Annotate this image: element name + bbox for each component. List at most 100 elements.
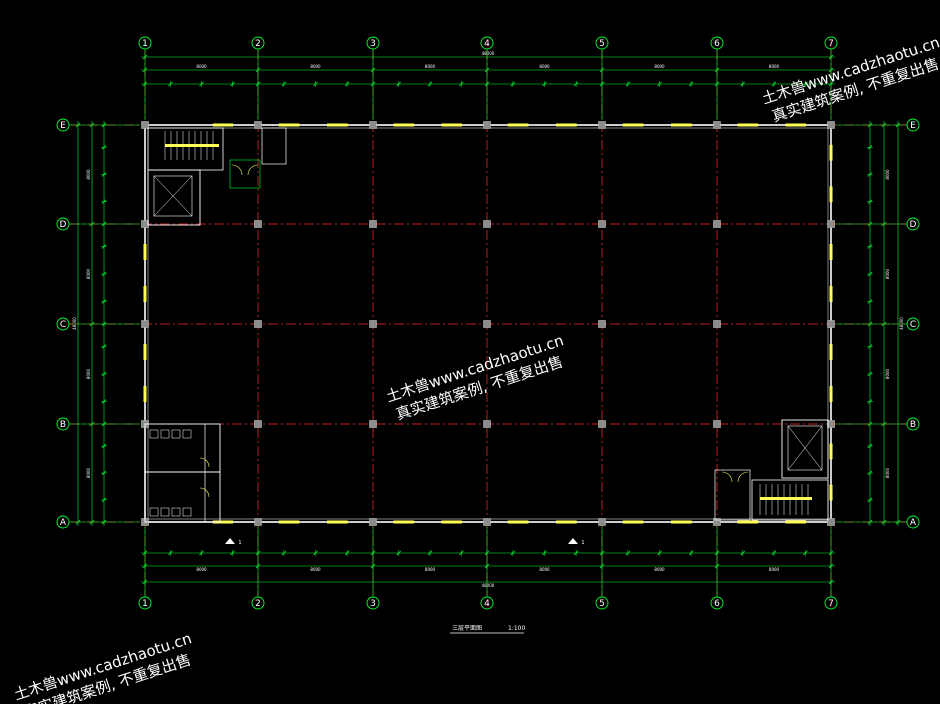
axis-bubble-left-A-circle: [56, 515, 70, 529]
dim-bottom-bays-text: 8000: [769, 567, 780, 572]
column: [827, 420, 835, 428]
window-north: [507, 123, 529, 127]
section-mark-label: 1: [581, 540, 584, 546]
watermark-bottom-left: 土木兽www.cadzhaotu.cn 真实建筑案例, 不重复出售: [12, 629, 194, 704]
window-south: [556, 520, 577, 524]
window-north: [785, 123, 806, 127]
dim-bottom-bays-text: 8000: [425, 567, 436, 572]
column: [254, 420, 262, 428]
column: [598, 220, 606, 228]
axis-bubble-top-1-label: 1: [142, 39, 148, 49]
axis-bubble-right-A-label: A: [910, 518, 917, 528]
window-east: [829, 344, 833, 360]
axis-bubble-bottom-4-circle: [480, 596, 494, 610]
axis-bubble-top-3-circle: [366, 36, 380, 50]
dim-right-bays-text: 8000: [885, 169, 890, 180]
axis-bubble-top-4-circle: [480, 36, 494, 50]
axis-bubble-left-A-label: A: [60, 518, 67, 528]
window-east: [829, 244, 833, 260]
shaft-room-north: [261, 127, 287, 165]
window-south: [622, 520, 644, 524]
toilet-fixture: [182, 507, 192, 517]
window-north: [556, 123, 577, 127]
column: [254, 320, 262, 328]
window-east: [829, 443, 833, 460]
drawing-scale: 1:100: [508, 625, 525, 632]
window-east: [829, 186, 833, 203]
axis-bubble-left-C-circle: [56, 317, 70, 331]
toilet-door-swing: [199, 457, 210, 498]
axis-bubble-left-C-label: C: [60, 320, 66, 330]
axis-bubble-bottom-3-label: 3: [370, 599, 376, 609]
windows: [143, 123, 833, 524]
axis-bubble-right-B-circle: [906, 417, 920, 431]
toilet-fixture: [149, 507, 159, 517]
stair-handrail: [760, 497, 812, 500]
window-south: [785, 520, 806, 524]
dim-left-bays-text: 8000: [86, 268, 91, 279]
axis-bubble-top-2-label: 2: [255, 39, 261, 49]
column: [598, 420, 606, 428]
double-door-swing: [721, 471, 749, 483]
toilet-fixture: [182, 429, 192, 439]
elevator-shaft-southeast: [781, 419, 829, 479]
elevator-shaft-northwest: [147, 169, 201, 226]
axis-bubble-top-5-label: 5: [599, 39, 605, 49]
dim-top-overall-text: 48000: [482, 51, 495, 56]
column: [598, 320, 606, 328]
dim-left-overall-text: 48000: [72, 317, 77, 330]
dim-bottom-bays-text: 8000: [539, 567, 550, 572]
dim-bottom-bays-text: 8000: [654, 567, 665, 572]
axis-bubble-left-E-label: E: [60, 121, 66, 131]
window-east: [829, 286, 833, 302]
dim-top-bays-text: 8000: [769, 64, 780, 69]
window-south: [327, 520, 348, 524]
axis-bubble-top-7-circle: [824, 36, 838, 50]
axis-bubble-top-2-circle: [251, 36, 265, 50]
dimension-lines: 48000 8000 8000 8000 8000 8000 8000 8000 8000 800…: [72, 51, 904, 588]
column: [254, 220, 262, 228]
elevator-cross: [787, 425, 823, 471]
axis-bubble-top-5-circle: [595, 36, 609, 50]
axis-bubble-bottom-7-label: 7: [828, 599, 834, 609]
axis-bubble-top-4-label: 4: [484, 39, 490, 49]
column: [598, 518, 606, 526]
column: [369, 320, 377, 328]
dim-right-bays-text: 8000: [885, 368, 890, 379]
axis-bubble-bottom-5-label: 5: [599, 599, 605, 609]
axis-bubble-bottom-1-label: 1: [142, 599, 148, 609]
window-west: [143, 386, 147, 402]
axis-bubble-bottom-4-label: 4: [484, 599, 490, 609]
window-east: [829, 144, 833, 161]
dim-top-bays-text: 8000: [310, 64, 321, 69]
axis-bubble-left-B-label: B: [60, 420, 66, 430]
window-north: [212, 123, 234, 127]
dim-right-overall-text: 48000: [899, 317, 904, 330]
toilet-fixture: [171, 429, 181, 439]
window-north: [737, 123, 759, 127]
window-south: [441, 520, 462, 524]
window-south: [393, 520, 415, 524]
axis-bubble-right-E-circle: [906, 118, 920, 132]
toilet-fixture: [171, 507, 181, 517]
axis-bubble-bottom-3-circle: [366, 596, 380, 610]
dim-bottom-bays-text: 8000: [196, 567, 207, 572]
axis-bubble-right-D-label: D: [910, 220, 917, 230]
window-north: [441, 123, 462, 127]
dim-top-bays-text: 8000: [425, 64, 436, 69]
stair-room-southeast: [751, 479, 829, 521]
column: [827, 220, 835, 228]
window-north: [278, 123, 300, 127]
toilet-room-lower: [144, 471, 221, 523]
axis-bubble-left-B-circle: [56, 417, 70, 431]
drawing-title: 三层平面图: [452, 625, 482, 632]
window-east: [829, 484, 833, 501]
column: [254, 518, 262, 526]
dim-bottom-overall-text: 48000: [482, 583, 495, 588]
column: [369, 220, 377, 228]
window-north: [622, 123, 644, 127]
drawing-title-block: 三层平面图 1:100: [450, 625, 525, 634]
column: [713, 320, 721, 328]
dim-right-bays-text: 8000: [885, 268, 890, 279]
